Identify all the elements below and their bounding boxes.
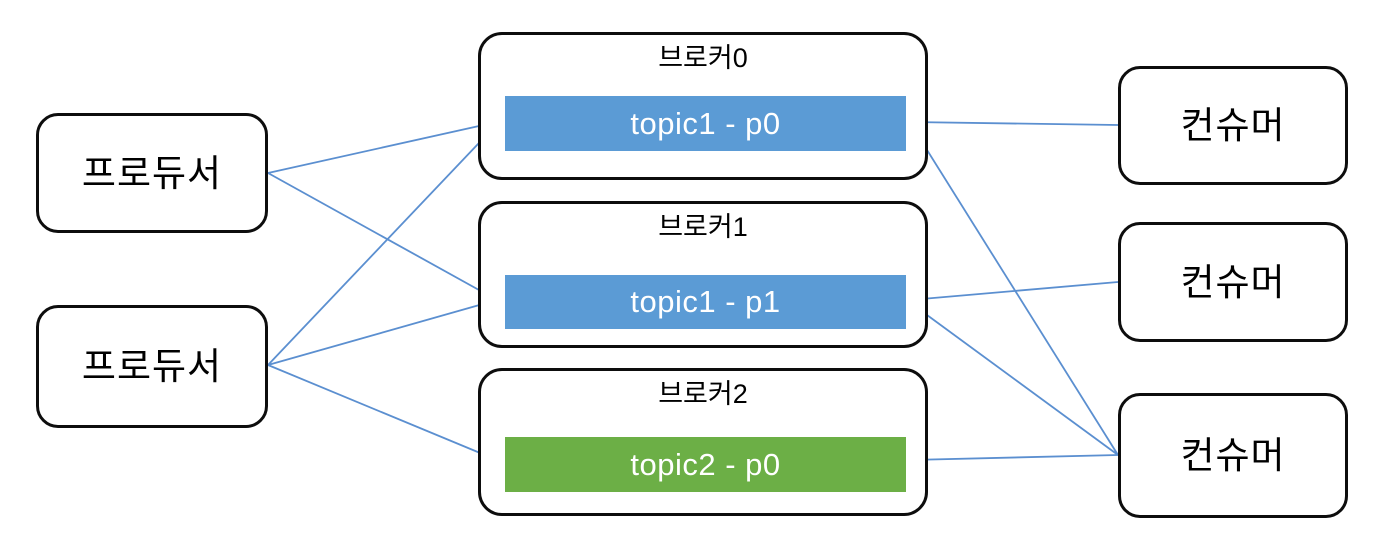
producer-node-2[interactable]: 프로듀서: [36, 305, 268, 428]
consumer-label-2: 컨슈머: [1180, 261, 1286, 303]
edge-consumer2-broker1: [908, 281, 1119, 305]
broker-title-2: 브로커2: [658, 379, 748, 409]
producer-node-1[interactable]: 프로듀서: [36, 113, 268, 233]
broker-title-0: 브로커0: [658, 43, 748, 73]
consumer-node-3[interactable]: 컨슈머: [1118, 393, 1348, 518]
consumer-label-3: 컨슈머: [1180, 435, 1286, 476]
edge-consumer3-broker0: [911, 125, 1119, 456]
edge-producer1-broker0: [267, 119, 499, 174]
partition-label-topic2-p0: topic2 - p0: [630, 446, 781, 482]
broker-title-1: 브로커1: [658, 212, 748, 242]
consumer-label-1: 컨슈머: [1180, 105, 1286, 146]
edge-producer1-broker1: [267, 172, 498, 301]
producer-label-2: 프로듀서: [81, 346, 223, 387]
edge-producer2-broker0: [267, 123, 498, 366]
partition-label-topic1-p1: topic1 - p1: [630, 284, 781, 320]
consumer-node-1[interactable]: 컨슈머: [1118, 66, 1348, 185]
producer-label-1: 프로듀서: [81, 152, 223, 194]
edge-consumer3-broker2: [908, 453, 1119, 466]
edge-consumer3-broker1: [911, 303, 1119, 456]
broker-node-2[interactable]: 브로커2 topic2 - p0: [478, 368, 928, 516]
partition-label-topic1-p0: topic1 - p0: [630, 105, 781, 141]
partition-bar-topic1-p1[interactable]: topic1 - p1: [505, 275, 906, 329]
partition-bar-topic2-p0[interactable]: topic2 - p0: [505, 437, 906, 493]
edge-producer2-broker2: [267, 364, 498, 461]
edge-consumer1-broker0: [908, 115, 1119, 129]
broker-node-1[interactable]: 브로커1 topic1 - p1: [478, 201, 928, 348]
broker-node-0[interactable]: 브로커0 topic1 - p0: [478, 32, 928, 180]
partition-bar-topic1-p0[interactable]: topic1 - p0: [505, 96, 906, 152]
edge-producer2-broker1: [267, 298, 499, 366]
consumer-node-2[interactable]: 컨슈머: [1118, 222, 1348, 342]
